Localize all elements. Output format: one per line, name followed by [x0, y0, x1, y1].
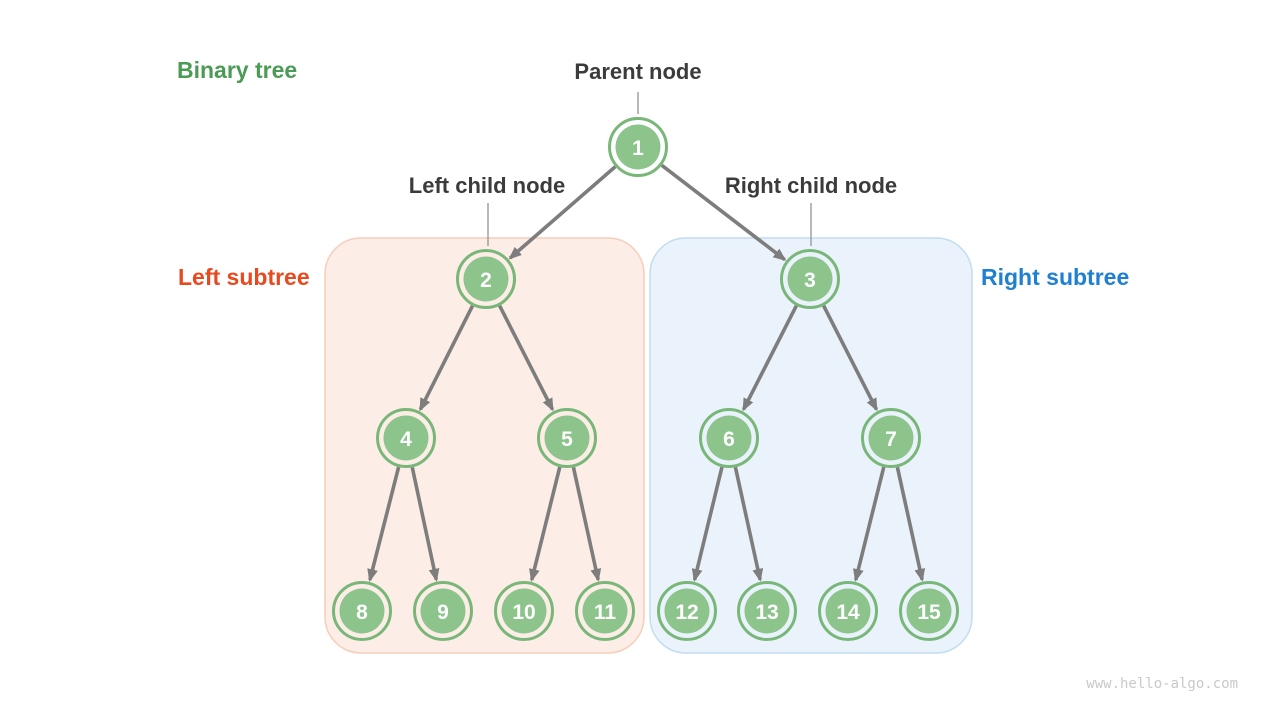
- node-ring: [780, 249, 840, 309]
- node-ring: [575, 581, 635, 641]
- tree-node-12: 12: [657, 581, 717, 641]
- tree-node-8: 8: [332, 581, 392, 641]
- node-value: 14: [836, 601, 860, 624]
- node-ring: [818, 581, 878, 641]
- tree-node-1: 1: [608, 117, 668, 177]
- node-value: 4: [400, 428, 412, 451]
- tree-node-15: 15: [899, 581, 959, 641]
- node-ring: [657, 581, 717, 641]
- node-circle: [706, 415, 752, 461]
- node-ring: [899, 581, 959, 641]
- node-circle: [744, 588, 790, 634]
- tree-edge-2-5: [498, 304, 555, 412]
- tree-edge-3-7: [822, 304, 879, 412]
- node-ring: [494, 581, 554, 641]
- tree-edge-5-11: [571, 466, 602, 582]
- node-circle: [339, 588, 385, 634]
- left-child-node-label: Left child node: [408, 173, 566, 198]
- node-ring: [332, 581, 392, 641]
- figure-title: Binary tree: [177, 57, 298, 83]
- tree-node-5: 5: [537, 408, 597, 468]
- tree-edge-6-12: [691, 466, 724, 583]
- node-value: 6: [723, 428, 735, 451]
- tree-edge-1-2: [508, 165, 617, 260]
- node-circle: [501, 588, 547, 634]
- node-circle: [615, 124, 661, 170]
- node-value: 12: [675, 601, 698, 624]
- node-value: 10: [512, 601, 535, 624]
- node-circle: [420, 588, 466, 634]
- watermark-text: www.hello-algo.com: [1086, 676, 1238, 692]
- tree-edge-5-10: [529, 466, 562, 583]
- tree-edge-4-8: [367, 466, 401, 583]
- node-ring: [413, 581, 473, 641]
- node-value: 2: [480, 269, 492, 292]
- node-value: 7: [885, 428, 897, 451]
- node-circle: [906, 588, 952, 634]
- node-circle: [825, 588, 871, 634]
- node-circle: [463, 256, 509, 302]
- left-subtree-box: [324, 237, 645, 654]
- tree-edge-6-13: [733, 466, 764, 582]
- node-ring: [861, 408, 921, 468]
- node-circle: [544, 415, 590, 461]
- node-circle: [787, 256, 833, 302]
- tree-edge-7-15: [895, 466, 926, 582]
- node-value: 3: [804, 269, 816, 292]
- node-value: 8: [356, 601, 368, 624]
- right-subtree-label: Right subtree: [981, 264, 1130, 290]
- left-subtree-label: Left subtree: [178, 264, 310, 290]
- tree-node-10: 10: [494, 581, 554, 641]
- tree-edge-4-9: [410, 466, 440, 582]
- label-connectors: [487, 92, 812, 246]
- right-child-node-label: Right child node: [724, 173, 898, 198]
- parent-node-label: Parent node: [574, 59, 702, 84]
- tree-edge-3-6: [741, 304, 798, 412]
- tree-edges: [367, 163, 926, 583]
- tree-node-4: 4: [376, 408, 436, 468]
- node-value: 11: [594, 601, 617, 624]
- node-ring: [376, 408, 436, 468]
- node-circle: [383, 415, 429, 461]
- node-circle: [868, 415, 914, 461]
- tree-node-2: 2: [456, 249, 516, 309]
- node-value: 9: [437, 601, 449, 624]
- tree-node-6: 6: [699, 408, 759, 468]
- tree-edge-7-14: [853, 466, 886, 583]
- tree-node-14: 14: [818, 581, 878, 641]
- tree-edge-2-4: [418, 304, 475, 412]
- node-ring: [699, 408, 759, 468]
- tree-edge-1-3: [660, 163, 787, 261]
- node-value: 15: [917, 601, 941, 624]
- node-circle: [582, 588, 628, 634]
- node-ring: [737, 581, 797, 641]
- node-value: 5: [561, 428, 573, 451]
- tree-node-7: 7: [861, 408, 921, 468]
- subtree-boxes: [324, 237, 973, 654]
- node-value: 13: [755, 601, 778, 624]
- tree-node-3: 3: [780, 249, 840, 309]
- tree-node-11: 11: [575, 581, 635, 641]
- node-ring: [608, 117, 668, 177]
- tree-node-9: 9: [413, 581, 473, 641]
- node-ring: [456, 249, 516, 309]
- node-circle: [664, 588, 710, 634]
- tree-node-13: 13: [737, 581, 797, 641]
- node-value: 1: [632, 137, 644, 160]
- node-ring: [537, 408, 597, 468]
